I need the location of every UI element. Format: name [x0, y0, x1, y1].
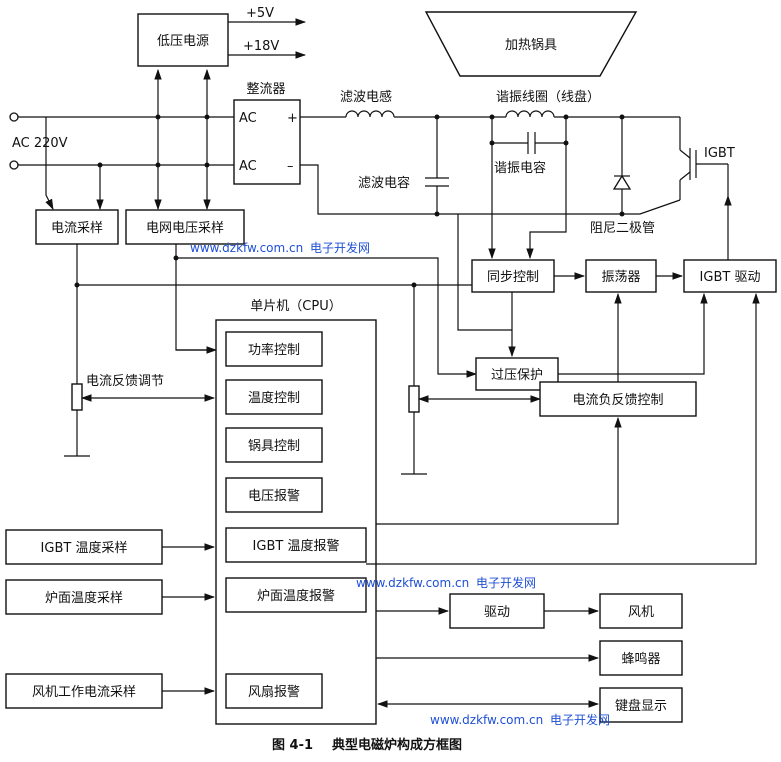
cpu-module-0-label: 功率控制 [248, 342, 300, 358]
current-sample-label: 电流采样 [51, 221, 103, 236]
fan-current-sample-block: 风机工作电流采样 [5, 673, 163, 709]
cpu-module-3-label: 电压报警 [248, 488, 300, 504]
current-neg-feedback-pot [408, 385, 420, 413]
cpu-module-5-label: 炉面温度报警 [257, 588, 335, 604]
rectifier-ac1: AC [239, 111, 257, 126]
cpu-module-temp-control: 温度控制 [225, 379, 323, 415]
sync-control-label: 同步控制 [487, 270, 539, 285]
plus18v-label: +18V [243, 39, 279, 54]
watermark-url-2: www.dzkfw.com.cn [356, 576, 469, 590]
cpu-module-2-label: 锅具控制 [248, 438, 300, 454]
low-voltage-power-block: 低压电源 [137, 13, 229, 67]
res-to-sync-2 [526, 143, 567, 260]
filter-inductor-coil [345, 110, 395, 118]
grid-voltage-down [175, 244, 214, 351]
igbt-temp-sample-label: IGBT 温度采样 [41, 540, 128, 556]
plus5v-label: +5V [246, 6, 274, 21]
overvoltage-protect-label: 过压保护 [491, 368, 543, 383]
cpu-module-1-label: 温度控制 [248, 390, 300, 406]
buzzer-block: 蜂鸣器 [599, 640, 683, 676]
surface-temp-sample-block: 炉面温度采样 [5, 579, 163, 615]
buzzer-label: 蜂鸣器 [621, 651, 660, 667]
bus-minus-to-ovp [457, 214, 512, 331]
watermark-url-1: www.dzkfw.com.cn [190, 241, 303, 255]
resonant-coil [505, 110, 555, 118]
current-sample-tap [45, 117, 54, 210]
igbt-label: IGBT [704, 146, 735, 161]
figure-title: 典型电磁炉构成方框图 [332, 737, 462, 753]
current-sample-block: 电流采样 [35, 209, 119, 245]
cpu-module-fan-alarm: 风扇报警 [225, 673, 323, 709]
low-voltage-power-label: 低压电源 [157, 34, 209, 49]
watermark-name-3: 电子开发网 [550, 712, 610, 727]
grid-voltage-to-ovp [176, 257, 478, 378]
cpu-module-4-label: IGBT 温度报警 [253, 538, 340, 554]
resonant-capacitor-label: 谐振电容 [494, 160, 546, 176]
fan-block: 风机 [599, 593, 683, 629]
igbt-drive-block: IGBT 驱动 [683, 259, 777, 293]
resonant-coil-label: 谐振线圈（线盘） [496, 89, 600, 105]
overvoltage-protect-block: 过压保护 [475, 357, 559, 391]
drive-block: 驱动 [449, 593, 545, 629]
res-cap-lead-left [491, 117, 528, 144]
current-feedback-pot [71, 383, 83, 411]
oscillator-label: 振荡器 [601, 270, 640, 285]
cpu-module-6-label: 风扇报警 [248, 684, 300, 700]
sync-control-block: 同步控制 [471, 259, 555, 293]
surface-temp-sample-label: 炉面温度采样 [45, 590, 123, 606]
ovp-to-drive [558, 292, 708, 375]
figure-number: 图 4-1 [272, 738, 313, 753]
heating-pot: 加热锅具 [424, 11, 638, 77]
dc-bus-minus [300, 164, 622, 215]
igbt-drive-label: IGBT 驱动 [700, 270, 761, 285]
cpu-to-neg-feedback [376, 416, 622, 525]
filter-inductor-label: 滤波电感 [340, 89, 392, 105]
damping-diode [612, 174, 632, 190]
cpu-module-pot-control: 锅具控制 [225, 427, 323, 463]
keyboard-display-label: 键盘显示 [615, 698, 667, 714]
heating-pot-label: 加热锅具 [505, 37, 557, 53]
drive-label: 驱动 [484, 605, 510, 620]
rectifier-title: 整流器 [246, 82, 285, 97]
rectifier-plus: + [287, 111, 298, 126]
mains-terminal-n [9, 160, 19, 170]
current-neg-feedback-block: 电流负反馈控制 [539, 381, 697, 417]
current-feedback-adjust-label: 电流反馈调节 [86, 374, 164, 389]
grid-voltage-sample-label: 电网电压采样 [146, 221, 224, 236]
cpu-module-surface-temp-alarm: 炉面温度报警 [225, 577, 367, 613]
watermark-url-3: www.dzkfw.com.cn [430, 713, 543, 727]
current-neg-feedback-label: 电流负反馈控制 [572, 393, 663, 408]
cpu-to-igbt-drive [366, 292, 760, 565]
keyboard-display-block: 键盘显示 [599, 687, 683, 723]
cpu-module-power-control: 功率控制 [225, 331, 323, 367]
fan-label: 风机 [628, 605, 654, 620]
filter-capacitor-label: 滤波电容 [358, 175, 410, 191]
grid-voltage-sample-block: 电网电压采样 [125, 209, 245, 245]
watermark-name-1: 电子开发网 [310, 240, 370, 255]
rectifier-ac2: AC [239, 159, 257, 174]
fan-current-sample-label: 风机工作电流采样 [32, 685, 136, 700]
cpu-title: 单片机（CPU） [250, 299, 341, 314]
oscillator-block: 振荡器 [585, 259, 657, 293]
res-cap-lead-right [535, 117, 567, 144]
cpu-module-voltage-alarm: 电压报警 [225, 477, 323, 513]
watermark-name-2: 电子开发网 [476, 575, 536, 590]
cpu-module-igbt-temp-alarm: IGBT 温度报警 [225, 527, 367, 563]
mains-label: AC 220V [12, 136, 68, 151]
damping-diode-label: 阻尼二极管 [590, 221, 655, 236]
rectifier-minus: – [287, 159, 294, 174]
igbt-symbol [622, 117, 728, 215]
igbt-temp-sample-block: IGBT 温度采样 [5, 529, 163, 565]
rectifier-block: 整流器 AC AC + – [233, 82, 301, 185]
mains-terminal-l [9, 112, 19, 122]
